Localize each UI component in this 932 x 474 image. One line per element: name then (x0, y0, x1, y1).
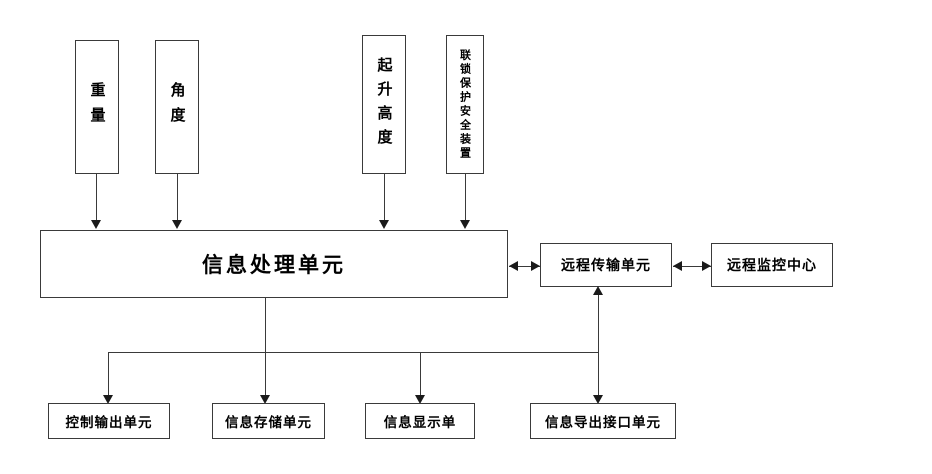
sensor-box-lift-height: 起升高度 (362, 35, 406, 174)
box-remote-transmission-unit: 远程传输单元 (540, 243, 672, 287)
connector-weight-to-center (96, 174, 97, 222)
connector-safety-device-to-center (465, 174, 466, 222)
label-remote-monitoring-center: 远程监控中心 (727, 258, 817, 274)
connector-bus-to-info-display (420, 352, 421, 397)
arrowhead-transmission-to-monitoring-left (673, 261, 682, 271)
connector-transmission-to-monitoring (673, 266, 711, 267)
box-remote-monitoring-center: 远程监控中心 (711, 243, 833, 287)
arrowhead-transmission-to-monitoring-right (702, 261, 711, 271)
connector-transmission-to-info-export (598, 288, 599, 398)
distribution-bus (108, 352, 599, 353)
sensor-box-weight: 重量 (75, 40, 119, 174)
sensor-box-safety-device: 联锁保护安全装置 (446, 35, 484, 174)
arrowhead-lift-height-to-center (379, 220, 389, 229)
arrowhead-bus-to-info-storage (260, 395, 270, 404)
sensor-box-angle: 角度 (155, 40, 199, 174)
arrowhead-center-to-remote-left (509, 261, 518, 271)
sensor-label-safety-device: 联锁保护安全装置 (458, 48, 472, 161)
label-information-display-unit: 信息显示单 (383, 415, 457, 431)
sensor-label-weight: 重量 (88, 82, 107, 132)
center-box-information-processing-unit: 信息处理单元 (40, 230, 508, 298)
center-box-label: 信息处理单元 (202, 253, 346, 277)
connector-angle-to-center (177, 174, 178, 222)
arrowhead-safety-device-to-center (460, 220, 470, 229)
arrowhead-center-to-remote-right (531, 261, 540, 271)
connector-center-to-bus (265, 298, 266, 352)
sensor-label-angle: 角度 (168, 82, 187, 132)
box-information-storage-unit: 信息存储单元 (212, 403, 325, 439)
arrowhead-angle-to-center (172, 220, 182, 229)
box-information-export-interface-unit: 信息导出接口单元 (530, 403, 676, 439)
arrowhead-bus-to-info-display (415, 395, 425, 404)
label-remote-transmission-unit: 远程传输单元 (561, 258, 651, 274)
box-control-output-unit: 控制输出单元 (48, 403, 170, 439)
arrowhead-transmission-to-info-export-down (593, 395, 603, 404)
connector-center-to-remote-transmission (509, 266, 540, 267)
label-information-storage-unit: 信息存储单元 (225, 415, 312, 431)
sensor-label-lift-height: 起升高度 (375, 56, 394, 153)
connector-lift-height-to-center (384, 174, 385, 222)
connector-bus-to-info-storage (265, 352, 266, 397)
arrowhead-weight-to-center (91, 220, 101, 229)
connector-bus-to-control-output (108, 352, 109, 397)
box-information-display-unit: 信息显示单 (365, 403, 475, 439)
label-information-export-interface-unit: 信息导出接口单元 (545, 415, 661, 431)
label-control-output-unit: 控制输出单元 (65, 415, 153, 431)
arrowhead-bus-to-control-output (103, 395, 113, 404)
arrowhead-info-export-to-transmission-up (593, 286, 603, 295)
